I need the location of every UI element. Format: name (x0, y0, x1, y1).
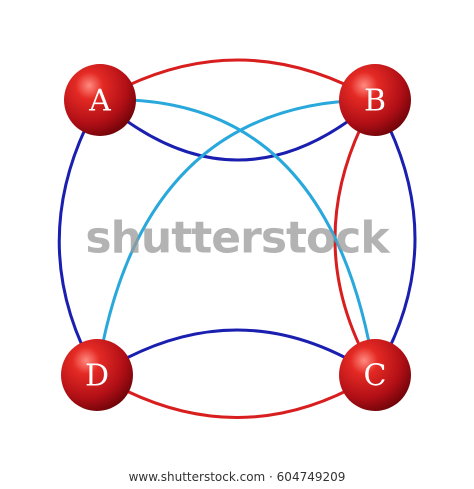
edge-a-d-blue (57, 99, 102, 376)
footer-credit: www.shutterstock.com · 604749209 (128, 470, 346, 484)
node-a-sphere (64, 64, 136, 136)
node-a-label: A (88, 84, 111, 119)
node-c: C (339, 339, 411, 411)
node-d-label: D (85, 359, 109, 394)
edge-b-d-light-blue (95, 98, 376, 376)
edges (57, 58, 417, 419)
node-c-sphere (339, 339, 411, 411)
node-d: D (61, 339, 133, 411)
edge-a-c-light-blue (99, 98, 377, 376)
edge-a-b-blue (99, 98, 376, 162)
node-b: B (339, 64, 411, 136)
edge-a-b-red (99, 58, 376, 102)
edge-d-c-red (96, 373, 376, 419)
node-b-sphere (339, 64, 411, 136)
watermark-text: shutterstock (85, 213, 391, 264)
node-c-label: C (364, 359, 387, 394)
edge-b-c-blue (373, 99, 417, 376)
graph-diagram: shutterstock A B C D (57, 58, 417, 419)
node-b-label: B (364, 84, 386, 119)
node-a: A (64, 64, 136, 136)
node-d-sphere (61, 339, 133, 411)
edge-d-c-blue (96, 328, 376, 377)
